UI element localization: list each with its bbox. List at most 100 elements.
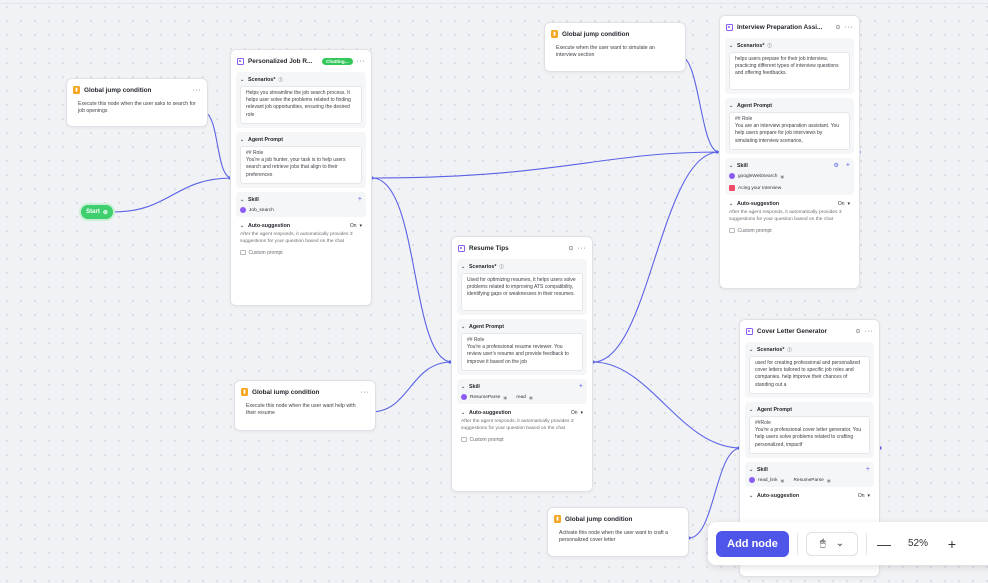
skill-name[interactable]: ResumeParse — [793, 477, 824, 483]
agent-node-interview-prep[interactable]: Interview Preparation Assi... ⊙ ··· ⌄Sce… — [719, 15, 860, 289]
edge-gj2-resume — [370, 361, 453, 413]
auto-suggestion-toggle[interactable]: On — [570, 410, 578, 416]
chevron-down-icon[interactable]: ⌄ — [461, 383, 466, 390]
chevron-down-icon: ⌄ — [835, 538, 845, 549]
agent-prompt-textbox[interactable]: ## Role You're a professional resume rev… — [461, 333, 583, 371]
auto-suggestion-toggle[interactable]: On — [857, 493, 865, 499]
chevron-down-icon[interactable]: ⌄ — [461, 323, 466, 330]
agent-prompt-section: ⌄Agent Prompt ## Role You're a job hunte… — [236, 132, 366, 188]
skill-section: ⌄Skill+ ResumeParse▣ read▣ — [457, 379, 587, 404]
edge-resume-cover — [592, 361, 742, 449]
chevron-down-icon: ▾ — [359, 223, 362, 229]
add-skill-icon[interactable]: + — [578, 383, 583, 390]
global-jump-node-4[interactable]: ▮ Global jump condition Activate this no… — [547, 507, 689, 557]
more-icon[interactable]: ··· — [192, 86, 201, 94]
global-jump-node-1[interactable]: ▮ Global jump condition ··· Execute this… — [66, 78, 208, 127]
more-icon[interactable]: ··· — [360, 388, 369, 396]
agent-icon — [726, 23, 733, 31]
skill-settings-icon: ▣ — [780, 477, 785, 483]
skill-item[interactable]: googleWebSearch▣ — [729, 173, 850, 179]
debug-icon[interactable]: ⊙ — [568, 245, 574, 252]
add-skill-icon[interactable]: + — [865, 466, 870, 473]
node-title: Global jump condition — [84, 86, 152, 94]
skill-name[interactable]: ResumeParse — [470, 394, 501, 400]
interaction-mode-select[interactable]: 🖱︎ ⌄ — [806, 531, 858, 556]
node-title: Cover Letter Generator — [757, 327, 827, 335]
chevron-down-icon[interactable]: ⌄ — [240, 136, 245, 143]
chevron-down-icon[interactable]: ⌄ — [240, 223, 245, 229]
section-label: Auto-suggestion — [469, 410, 512, 416]
canvas-toolbar: Add node 🖱︎ ⌄ — 52% + — [708, 522, 988, 565]
condition-icon: ▮ — [241, 388, 248, 396]
skill-item[interactable]: Job_search — [240, 207, 362, 213]
chevron-down-icon[interactable]: ⌄ — [240, 76, 245, 83]
agent-node-resume-tips[interactable]: Resume Tips ⊙ ··· ⌄Scenarios*ⓘ Used for … — [451, 236, 593, 492]
global-jump-node-3[interactable]: ▮ Global jump condition Execute when the… — [544, 22, 686, 72]
custom-prompt-checkbox[interactable] — [461, 436, 467, 443]
chevron-down-icon[interactable]: ⌄ — [729, 162, 734, 169]
skill-name[interactable]: read_link — [758, 477, 778, 483]
agent-prompt-textbox[interactable]: ## Role You are an interview preparation… — [729, 112, 850, 150]
agent-prompt-textbox[interactable]: ##Role You're a professional cover lette… — [749, 416, 870, 454]
chevron-down-icon: ▾ — [867, 493, 870, 499]
chevron-down-icon[interactable]: ⌄ — [749, 406, 754, 413]
scenarios-textbox[interactable]: Used for optimizing resumes, it helps us… — [461, 273, 583, 311]
chevron-down-icon[interactable]: ⌄ — [749, 493, 754, 499]
add-skill-icon[interactable]: + — [845, 162, 850, 169]
zoom-in-button[interactable]: + — [947, 535, 957, 552]
skill-section: ⌄Skill+ read_link▣ ResumeParse▣ — [745, 462, 874, 487]
more-icon[interactable]: ··· — [356, 57, 365, 65]
skill-item[interactable]: Acing your Interview — [729, 185, 850, 191]
scenarios-textbox[interactable]: used for creating professional and perso… — [749, 356, 870, 394]
status-badge: Chatting... — [322, 57, 353, 65]
chevron-down-icon[interactable]: ⌄ — [749, 466, 754, 473]
add-node-button[interactable]: Add node — [716, 530, 789, 557]
section-label: Agent Prompt — [469, 323, 505, 330]
edge-start-job — [112, 177, 233, 213]
more-icon[interactable]: ··· — [577, 244, 586, 252]
scenarios-textbox[interactable]: helps users prepare for their job interv… — [729, 52, 850, 90]
agent-prompt-section: ⌄Agent Prompt ##Role You're a profession… — [745, 402, 874, 458]
skill-list: ResumeParse▣ read▣ — [461, 394, 583, 400]
global-jump-node-2[interactable]: ▮ Global iump condition ··· Execute this… — [234, 380, 376, 431]
node-title: Personalized Job R... — [248, 57, 313, 65]
chevron-down-icon[interactable]: ⌄ — [240, 196, 245, 203]
toolbar-divider — [866, 532, 867, 555]
auto-suggestion-toggle[interactable]: On — [837, 201, 845, 207]
debug-icon[interactable]: ⊙ — [835, 24, 841, 31]
chevron-down-icon[interactable]: ⌄ — [729, 42, 734, 49]
settings-icon[interactable]: ⚙ — [833, 163, 839, 169]
skill-name[interactable]: read — [516, 394, 526, 400]
chevron-down-icon[interactable]: ⌄ — [749, 346, 754, 353]
info-icon: ⓘ — [499, 263, 504, 269]
section-label: Scenarios* — [737, 42, 765, 49]
scenarios-section: ⌄Scenarios*ⓘ helps users prepare for the… — [725, 38, 854, 94]
scenarios-textbox[interactable]: Helps you streamline the job search proc… — [240, 86, 362, 124]
chevron-down-icon[interactable]: ⌄ — [729, 201, 734, 207]
auto-suggestion-toggle[interactable]: On — [349, 223, 357, 229]
info-icon: ⓘ — [787, 346, 792, 352]
skill-icon — [461, 394, 467, 400]
more-icon[interactable]: ··· — [864, 327, 873, 335]
chevron-down-icon[interactable]: ⌄ — [461, 263, 466, 270]
custom-prompt-checkbox[interactable] — [729, 227, 735, 234]
debug-icon[interactable]: ⊙ — [855, 328, 861, 335]
custom-prompt-checkbox[interactable] — [240, 249, 246, 256]
edge-gj3-interview — [679, 55, 720, 153]
zoom-out-button[interactable]: — — [877, 535, 891, 552]
skill-list: read_link▣ ResumeParse▣ — [749, 477, 870, 483]
edge-gj4-cover — [688, 447, 742, 539]
agent-prompt-textbox[interactable]: ## Role You're a job hunter, your task i… — [240, 146, 362, 184]
agent-node-job-search[interactable]: Personalized Job R... Chatting... ··· ⌄S… — [230, 49, 372, 306]
start-node[interactable]: Start ⊜ — [81, 205, 113, 219]
section-label: Auto-suggestion — [757, 493, 800, 499]
node-description: Execute when the user want to simulate a… — [556, 45, 655, 59]
node-description: Activate this node when the user want to… — [559, 530, 668, 544]
node-description: Execute this node when the user asks to … — [78, 101, 196, 115]
add-skill-icon[interactable]: + — [357, 196, 362, 203]
chevron-down-icon[interactable]: ⌄ — [461, 410, 466, 416]
more-icon[interactable]: ··· — [844, 23, 853, 31]
chevron-down-icon[interactable]: ⌄ — [729, 102, 734, 109]
mouse-icon: 🖱︎ — [819, 538, 826, 549]
node-title: Resume Tips — [469, 244, 509, 252]
